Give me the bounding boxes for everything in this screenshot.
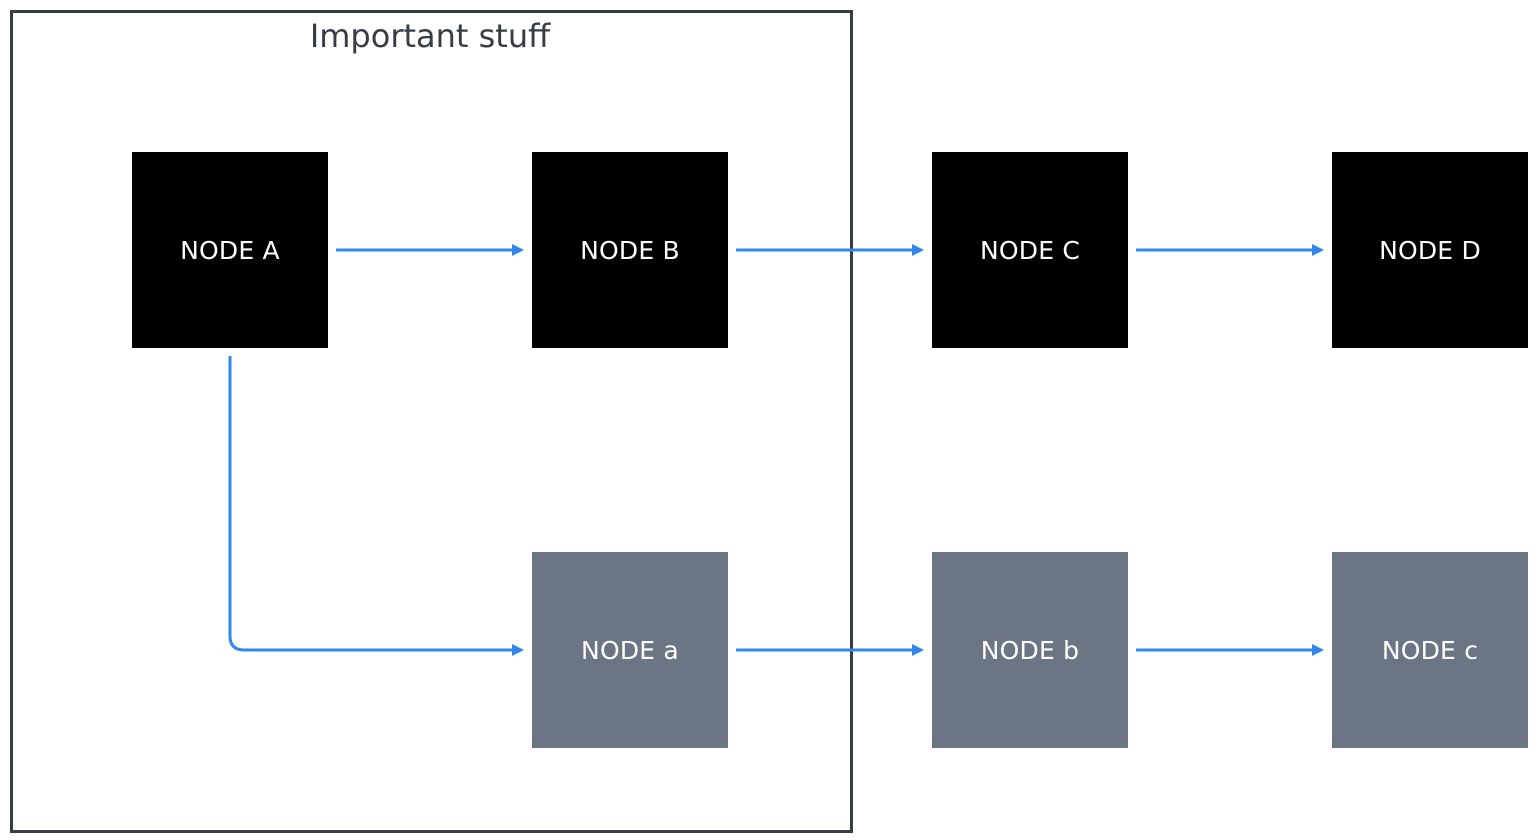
- node-a-label: NODE a: [581, 635, 679, 665]
- node-D[interactable]: NODE D: [1332, 152, 1528, 348]
- important-stuff-group: [10, 10, 853, 833]
- node-B-label: NODE B: [580, 235, 680, 265]
- node-C[interactable]: NODE C: [932, 152, 1128, 348]
- node-a[interactable]: NODE a: [532, 552, 728, 748]
- node-D-label: NODE D: [1379, 235, 1481, 265]
- node-c[interactable]: NODE c: [1332, 552, 1528, 748]
- node-B[interactable]: NODE B: [532, 152, 728, 348]
- node-C-label: NODE C: [979, 235, 1081, 265]
- node-A[interactable]: NODE A: [132, 152, 328, 348]
- node-b-label: NODE b: [980, 635, 1080, 665]
- group-title: Important stuff: [309, 17, 551, 55]
- node-b[interactable]: NODE b: [932, 552, 1128, 748]
- node-A-label: NODE A: [180, 235, 280, 265]
- node-c-label: NODE c: [1381, 635, 1479, 665]
